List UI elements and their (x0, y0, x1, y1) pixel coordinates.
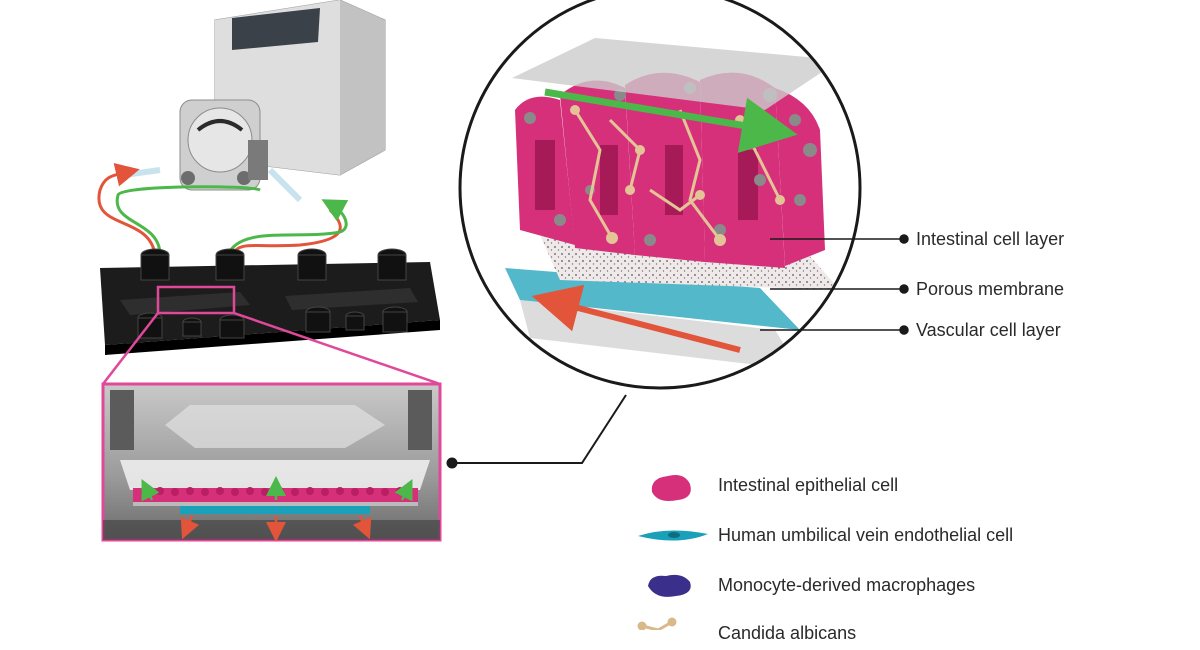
callout-leaders (760, 234, 909, 335)
legend-label: Intestinal epithelial cell (718, 474, 899, 495)
legend-label: Human umbilical vein endothelial cell (718, 524, 1014, 545)
organ-chip-diagram (97, 0, 909, 630)
legend-item-candida: Candida albicans (636, 616, 856, 650)
callout-porous-membrane: Porous membrane (916, 279, 1065, 299)
tubing (97, 163, 349, 256)
legend-item-endothelial: Human umbilical vein endothelial cell (636, 518, 1013, 552)
pump-screen (232, 8, 320, 50)
callout-intestinal-cell-layer: Intestinal cell layer (916, 229, 1065, 249)
organ-chip (100, 248, 440, 355)
legend-item-macrophage: Monocyte-derived macrophages (636, 568, 975, 602)
epithelial-cell-icon (651, 475, 691, 501)
peristaltic-pump (124, 0, 386, 203)
macrophage-icon (648, 574, 691, 597)
callout-vascular-cell-layer: Vascular cell layer (916, 320, 1061, 340)
inset-connector (446, 394, 627, 469)
legend-label: Candida albicans (718, 622, 857, 643)
candida-icon (637, 617, 677, 630)
highlight-region (156, 285, 236, 315)
legend-item-epithelial: Intestinal epithelial cell (636, 468, 898, 502)
magnified-view (458, 0, 862, 390)
endothelial-cell-icon (638, 530, 708, 541)
zoom-connector (102, 311, 441, 386)
legend-label: Monocyte-derived macrophages (718, 574, 976, 595)
chip-cross-section-inset (101, 382, 442, 542)
